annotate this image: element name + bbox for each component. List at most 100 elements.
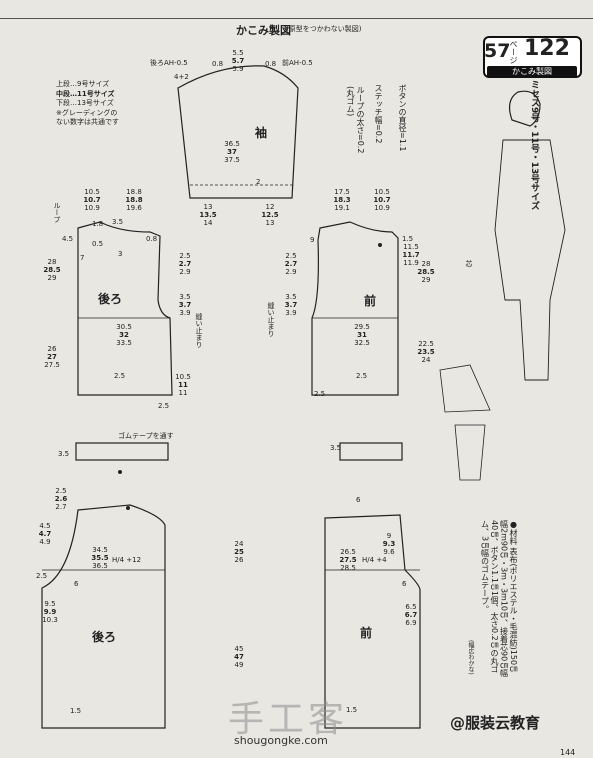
size-note-line: 中段…11号サイズ bbox=[56, 89, 115, 98]
back-0-5: 0.5 bbox=[92, 240, 104, 248]
sleeve-c: 4+2 bbox=[174, 73, 189, 81]
back-band-width: 3.5 bbox=[58, 450, 70, 458]
front-stitch-stop: 縫い止まり bbox=[267, 302, 275, 337]
back-bodice-label: 後ろ bbox=[98, 292, 123, 306]
header-rule bbox=[0, 18, 593, 19]
button-note: ボタンの直径=1.1 bbox=[398, 84, 407, 152]
skirt-back-6: 6 bbox=[74, 580, 79, 588]
badge-pattern-number: 122 bbox=[524, 36, 570, 61]
front-bodice-piece bbox=[311, 221, 399, 396]
thumb-top bbox=[439, 364, 491, 413]
front-waistband bbox=[339, 442, 403, 461]
publisher-logo: @服装云教育 bbox=[450, 714, 541, 732]
back-skirt-piece bbox=[41, 504, 166, 729]
page-subtitle: (原型をつかわない製図) bbox=[286, 25, 362, 33]
back-4-5: 4.5 bbox=[62, 235, 74, 243]
skirt-front-hip-add: H/4 +4 bbox=[362, 556, 387, 564]
rubber-note: ゴムテープを通す bbox=[118, 432, 174, 440]
core-label: 芯 bbox=[465, 260, 473, 267]
materials-extra: (幅広わかな) bbox=[467, 640, 474, 675]
back-ah-label: 後ろAH-0.5 bbox=[150, 59, 188, 67]
front-ah-label: 前AH-0.5 bbox=[282, 59, 313, 67]
skirt-back-2-5: 2.5 bbox=[36, 572, 48, 580]
sleeve-a: 0.8 bbox=[212, 60, 224, 68]
materials-text: ●材料 表布(ポリエステル・毛混紡)150㎝幅2m90㎝・3m・3m10㎝、接着… bbox=[480, 520, 519, 678]
back-2-5: 2.5 bbox=[114, 372, 126, 380]
badge-page-label: ページ bbox=[509, 40, 518, 64]
back-0-8: 0.8 bbox=[146, 235, 158, 243]
size-note-line: 上段…9号サイズ bbox=[56, 80, 110, 88]
front-skirt-label: 前 bbox=[360, 626, 373, 640]
front-1-5: 1.5 bbox=[402, 235, 414, 243]
front-9: 9 bbox=[310, 236, 315, 244]
back-3: 3 bbox=[118, 250, 123, 258]
skirt-front-1-5: 1.5 bbox=[346, 706, 358, 714]
stitch-note: ステッチ幅=0.2 bbox=[374, 84, 383, 144]
thumb-pants bbox=[454, 424, 486, 481]
size-note-line: ない数字は共通です bbox=[56, 118, 119, 126]
loop-note-2: (丸ゴム) bbox=[346, 86, 355, 117]
front-band-width: 3.5 bbox=[330, 444, 342, 452]
back-skirt-label: 後ろ bbox=[92, 630, 117, 644]
front-hem-2-5: 2.5 bbox=[314, 390, 326, 398]
size-title: ミセス9号・11号・13号サイズ bbox=[529, 80, 539, 211]
back-1-8: 1.8 bbox=[92, 220, 104, 228]
skirt-back-hip-add: H/4 +12 bbox=[112, 556, 142, 564]
watermark-url: shougongke.com bbox=[234, 734, 328, 747]
badge-label: かこみ製図 bbox=[487, 66, 577, 78]
front-2-5: 2.5 bbox=[356, 372, 368, 380]
skirt-front-6: 6 bbox=[402, 580, 407, 588]
figure-head bbox=[508, 90, 541, 127]
page-title: かこみ製図 bbox=[236, 24, 291, 37]
watermark: 手工客 bbox=[228, 699, 349, 740]
front-bodice-label: 前 bbox=[364, 294, 377, 308]
skirt-back-1-5: 1.5 bbox=[70, 707, 82, 715]
size-note-line: 下段…13号サイズ bbox=[56, 99, 114, 107]
skirt-front-top-6: 6 bbox=[356, 496, 361, 504]
size-note-line: ※グレーディングの bbox=[56, 108, 118, 117]
page-number: 144 bbox=[560, 748, 576, 757]
loop-label: ループ bbox=[53, 202, 61, 223]
figure-body bbox=[494, 139, 566, 381]
badge-number: 57 bbox=[484, 40, 511, 62]
back-stitch-stop: 縫い止まり bbox=[195, 313, 203, 348]
back-7: 7 bbox=[80, 254, 85, 262]
size-note: 上段…9号サイズ 中段…11号サイズ 下段…13号サイズ ※グレーディングの な… bbox=[56, 80, 119, 128]
back-waistband bbox=[75, 442, 169, 461]
sleeve-b: 0.8 bbox=[265, 60, 277, 68]
back-3-5: 3.5 bbox=[112, 218, 124, 226]
sleeve-2: 2 bbox=[256, 178, 261, 186]
loop-note: ループの太さ=0.2 bbox=[356, 86, 365, 154]
